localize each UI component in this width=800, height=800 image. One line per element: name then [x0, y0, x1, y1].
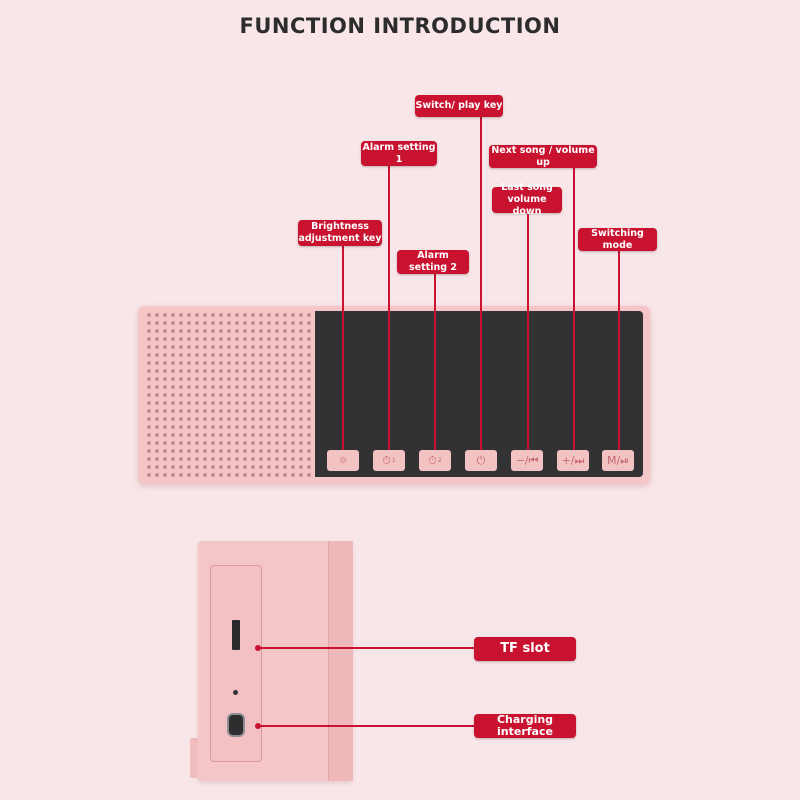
charging-interface-callout: Charging interface — [474, 714, 576, 738]
last-song-label-line2: volume down — [507, 194, 547, 217]
switch-play-callout: Switch/ play key — [415, 95, 503, 117]
indicator-light — [233, 690, 238, 695]
last-song-callout: Last song volume down — [492, 182, 562, 217]
tf-leader-line — [258, 647, 475, 649]
tf-card-slot[interactable] — [232, 620, 240, 650]
mode-leader-line — [618, 251, 620, 450]
side-tab — [190, 738, 198, 778]
switch-play-key[interactable]: ⏻ — [465, 450, 497, 471]
alarm-setting-2-callout: Alarm setting 2 — [397, 250, 469, 274]
alarm-number-label: 1 — [391, 457, 396, 464]
next-song-leader-line — [573, 168, 575, 450]
last-song-key[interactable]: −/⏮ — [511, 450, 543, 471]
alarm-number-label: 2 — [437, 457, 442, 464]
next-track-icon: +/⏭ — [561, 453, 585, 467]
last-song-leader-line — [527, 213, 529, 450]
brightness-leader-line — [342, 246, 344, 450]
alarm2-leader-line — [434, 274, 436, 450]
brightness-key[interactable]: ☼ — [327, 450, 359, 471]
brightness-label-line1: Brightness — [311, 221, 369, 232]
speaker-grille — [145, 311, 315, 477]
charging-leader-line — [258, 725, 475, 727]
tf-slot-callout: TF slot — [474, 637, 576, 661]
switch-leader-line — [480, 117, 482, 450]
alarm-setting-2-key[interactable]: ⏱2 — [419, 450, 451, 471]
last-song-label-line1: Last song — [501, 182, 553, 193]
mode-play-pause-icon: M/⏯ — [607, 453, 629, 467]
speaker-side-edge — [328, 541, 353, 781]
previous-track-icon: −/⏮ — [515, 453, 539, 467]
power-icon: ⏻ — [476, 453, 486, 467]
alarm-clock-icon: ⏱ — [428, 453, 437, 467]
display-panel — [315, 311, 643, 477]
usb-charging-port[interactable] — [227, 713, 245, 737]
brightness-callout: Brightness adjustment key — [298, 220, 382, 246]
alarm-setting-1-callout: Alarm setting 1 — [361, 141, 437, 166]
brightness-label-line2: adjustment key — [298, 233, 382, 244]
alarm-setting-1-key[interactable]: ⏱1 — [373, 450, 405, 471]
page-title: FUNCTION INTRODUCTION — [239, 14, 561, 38]
switching-mode-key[interactable]: M/⏯ — [602, 450, 634, 471]
switching-mode-callout: Switching mode — [578, 228, 657, 251]
brightness-icon: ☼ — [338, 454, 348, 467]
next-song-callout: Next song / volume up — [489, 145, 597, 168]
alarm-clock-icon: ⏱ — [382, 453, 391, 467]
next-song-key[interactable]: +/⏭ — [557, 450, 589, 471]
alarm1-leader-line — [388, 166, 390, 450]
